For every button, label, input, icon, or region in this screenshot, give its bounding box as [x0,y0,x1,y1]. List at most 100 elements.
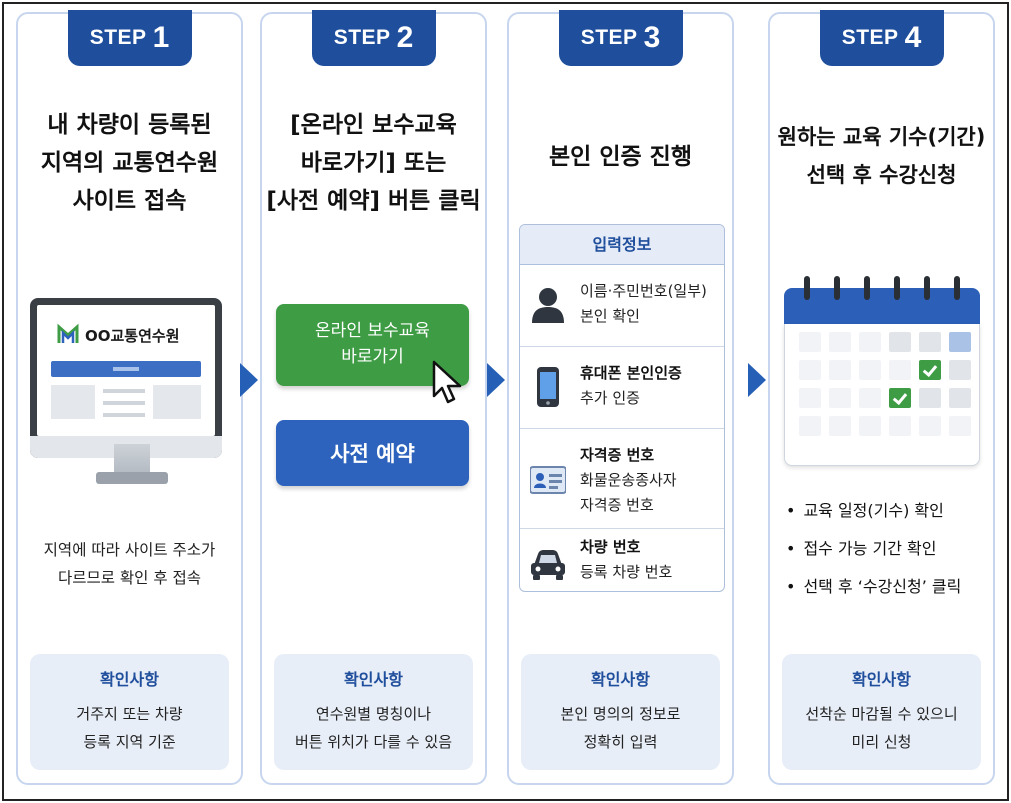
confirm-line: 등록 지역 기준 [83,733,176,751]
confirm-body: 거주지 또는 차량 등록 지역 기준 [30,700,229,756]
info-line: 본인 확인 [580,307,640,325]
calendar-day [919,416,941,436]
checklist-item: 선택 후 ‘수강신청’ 클릭 [786,568,961,606]
calendar-day [799,388,821,408]
next-arrow-icon [487,363,505,397]
calendar-day [829,360,851,380]
site-logo-icon [57,323,79,343]
note-line: 지역에 따라 사이트 주소가 [43,541,216,559]
calendar-ring [954,276,960,300]
calendar-day [859,416,881,436]
info-line: 이름·주민번호(일부) [580,282,707,300]
calendar-day [799,360,821,380]
confirm-line: 거주지 또는 차량 [76,705,183,723]
step4-checklist: 교육 일정(기수) 확인 접수 가능 기간 확인 선택 후 ‘수강신청’ 클릭 [786,492,961,606]
person-icon [532,288,564,323]
input-info-row: 차량 번호 등록 차량 번호 [520,529,724,591]
heading-line: [사전 예약] 버튼 클릭 [266,188,481,214]
calendar-ring [864,276,870,300]
input-info-text: 휴대폰 본인인증 추가 인증 [580,361,682,411]
calendar-header [784,288,980,324]
confirm-title: 확인사항 [852,670,911,689]
step-word: STEP [333,26,391,49]
calendar-day [949,388,971,408]
calendar-day [859,332,881,352]
step-heading: [온라인 보수교육 바로가기] 또는 [사전 예약] 버튼 클릭 [262,106,485,220]
monitor-screen: OO교통연수원 [37,305,215,436]
info-line: 화물운송종사자 [580,471,677,489]
info-line: 자격증 번호 [580,446,655,464]
heading-line: 본인 인증 진행 [549,144,692,170]
confirm-line: 선착순 마감될 수 있으니 [805,705,958,723]
monitor-base [96,472,168,484]
step-tab-1: STEP 1 [67,10,192,66]
calendar-ring [924,276,930,300]
pre-reservation-button[interactable]: 사전 예약 [276,420,469,486]
input-info-title: 입력정보 [520,225,724,265]
calendar-day [829,388,851,408]
step-tab-3: STEP 3 [558,10,683,66]
calendar-day [799,416,821,436]
confirm-line: 정확히 입력 [583,733,658,751]
calendar-day [889,332,911,352]
calendar-day [949,360,971,380]
next-arrow-icon [748,363,766,397]
step-word: STEP [580,26,638,49]
site-name: OO교통연수원 [85,327,180,345]
info-line: 추가 인증 [580,389,640,407]
confirm-title: 확인사항 [591,670,650,689]
step-number: 2 [396,21,414,54]
heading-line: 원하는 교육 기수(기간) [777,125,986,149]
content-placeholder [51,385,95,419]
site-nav-bar [51,361,201,377]
input-info-row: 자격증 번호 화물운송종사자 자격증 번호 [520,429,724,529]
step-card-4: STEP 4 원하는 교육 기수(기간) 선택 후 수강신청 [768,10,995,785]
info-line: 자격증 번호 [580,496,654,514]
calendar-ring [894,276,900,300]
next-arrow-icon [240,363,258,397]
info-line: 휴대폰 본인인증 [580,364,682,382]
confirm-body: 선착순 마감될 수 있으니 미리 신청 [782,700,981,756]
input-info-text: 이름·주민번호(일부) 본인 확인 [580,279,707,329]
button-label-line: 바로가기 [341,347,404,367]
confirm-title: 확인사항 [344,670,403,689]
checklist-item: 접수 가능 기간 확인 [786,530,961,568]
step-tab-4: STEP 4 [819,10,944,66]
note-line: 다르므로 확인 후 접속 [57,569,202,587]
info-line: 차량 번호 [580,538,641,556]
input-info-text: 차량 번호 등록 차량 번호 [580,535,672,585]
calendar-grid [784,324,980,466]
confirm-line: 본인 명의의 정보로 [560,705,681,723]
calendar-day [889,360,911,380]
calendar-day [919,388,941,408]
calendar-day [859,388,881,408]
step-word: STEP [841,26,899,49]
confirm-box: 확인사항 연수원별 명칭이나 버튼 위치가 다를 수 있음 [274,654,473,770]
calendar-day [799,332,821,352]
heading-line: 사이트 접속 [72,188,187,214]
info-line: 등록 차량 번호 [580,563,673,581]
monitor-illustration: OO교통연수원 [30,298,222,458]
calendar-day [829,416,851,436]
heading-line: 지역의 교통연수원 [40,150,219,176]
confirm-box: 확인사항 본인 명의의 정보로 정확히 입력 [521,654,720,770]
calendar-ring [804,276,810,300]
monitor-stand [114,444,150,474]
calendar-day [889,416,911,436]
calendar-day [949,332,971,352]
step-card-3: STEP 3 본인 인증 진행 입력정보 이름·주민번호(일부) 본인 확인 휴 [507,10,734,785]
mouse-cursor-icon [432,360,462,404]
button-label-line: 온라인 보수교육 [315,321,430,341]
confirm-body: 연수원별 명칭이나 버튼 위치가 다를 수 있음 [274,700,473,756]
input-info-row: 이름·주민번호(일부) 본인 확인 [520,265,724,347]
car-icon [531,550,565,580]
step-heading: 본인 인증 진행 [509,138,732,176]
confirm-line: 미리 신청 [851,733,912,751]
calendar-day [919,332,941,352]
heading-line: 바로가기] 또는 [300,150,447,176]
confirm-line: 버튼 위치가 다를 수 있음 [294,733,453,751]
content-placeholder [103,401,145,405]
online-education-button[interactable]: 온라인 보수교육 바로가기 [276,304,469,386]
heading-line: 선택 후 수강신청 [806,163,957,187]
